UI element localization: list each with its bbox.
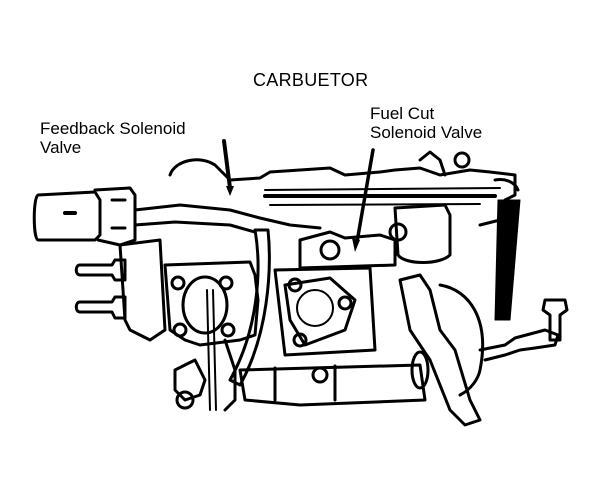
callout-line-1: Fuel Cut <box>370 104 435 123</box>
callout-fuel-cut-solenoid-valve: Fuel Cut Solenoid Valve <box>370 104 482 142</box>
callout-line-2: Valve <box>40 138 82 157</box>
callout-feedback-solenoid-valve: Feedback Solenoid Valve <box>40 119 186 157</box>
carburetor-body <box>32 150 569 427</box>
leader-line-feedback <box>222 139 234 196</box>
diagram-title: CARBUETOR <box>253 70 369 90</box>
callout-line-2: Solenoid Valve <box>370 123 483 142</box>
callout-line-1: Feedback Solenoid <box>40 119 186 138</box>
